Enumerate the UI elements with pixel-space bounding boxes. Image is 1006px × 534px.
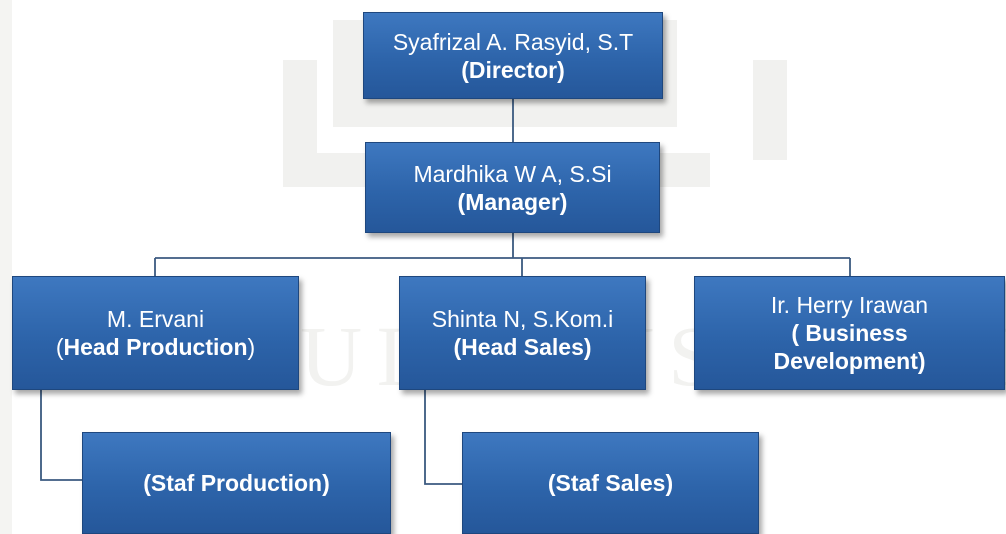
- head-sales-name: Shinta N, S.Kom.i: [431, 306, 614, 332]
- business-development-name: Ir. Herry Irawan: [770, 292, 929, 318]
- manager-box: Mardhika W A, S.Si (Manager): [365, 142, 660, 233]
- staf-sales-box: (Staf Sales): [462, 432, 759, 534]
- business-development-role-line2: Development): [773, 348, 926, 374]
- business-development-role-line1: ( Business: [791, 320, 908, 346]
- head-sales-box: Shinta N, S.Kom.i (Head Sales): [399, 276, 646, 390]
- head-sales-role: (Head Sales): [453, 334, 592, 360]
- head-production-name: M. Ervani: [106, 306, 205, 332]
- head-production-box: M. Ervani (Head Production): [12, 276, 299, 390]
- watermark-side-strip: [0, 0, 12, 534]
- manager-role: (Manager): [457, 188, 568, 215]
- head-production-role: Head Production: [63, 334, 248, 360]
- director-name: Syafrizal A. Rasyid, S.T: [392, 28, 634, 55]
- head-production-role-close: ): [247, 334, 256, 360]
- director-role: (Director): [461, 56, 565, 83]
- staf-sales-role: (Staf Sales): [547, 470, 674, 496]
- head-production-role-line: (Head Production): [56, 333, 255, 361]
- director-box: Syafrizal A. Rasyid, S.T (Director): [363, 12, 663, 99]
- staf-production-role: (Staf Production): [143, 470, 330, 496]
- head-production-role-open: (: [55, 334, 64, 360]
- business-development-box: Ir. Herry Irawan ( Business Development): [694, 276, 1005, 390]
- manager-name: Mardhika W A, S.Si: [413, 160, 612, 187]
- staf-production-box: (Staf Production): [82, 432, 391, 534]
